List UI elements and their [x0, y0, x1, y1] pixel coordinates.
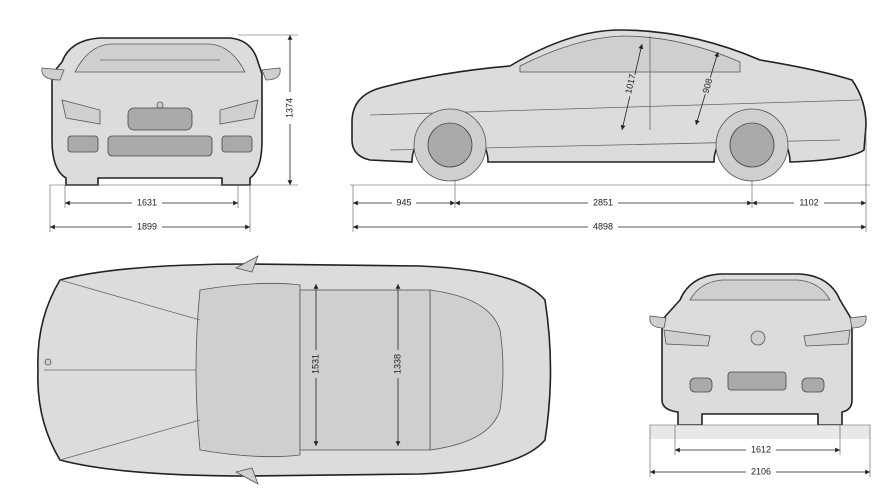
rear-track-label: 1612	[751, 444, 771, 454]
front-track-label: 1631	[137, 197, 157, 207]
side-dimensions: 945 2851 1102 4898	[350, 130, 870, 233]
front-right-mirror	[261, 67, 281, 81]
rear-shoulder-width-label: 1338	[392, 354, 402, 374]
wheelbase-label: 2851	[593, 197, 613, 207]
front-left-mirror	[41, 67, 65, 81]
rear-dimensions: 1612 2106	[649, 424, 871, 478]
rear-width-label: 2106	[751, 466, 771, 476]
front-dimensions: 1374 1631 1899	[49, 34, 298, 233]
side-view: 1017 908	[351, 29, 867, 182]
kidney-grille	[127, 107, 193, 131]
rear-left-mirror	[649, 315, 667, 329]
front-headroom-label: 1017	[623, 73, 637, 95]
bmw-logo	[156, 101, 164, 109]
bmw-logo-rear	[750, 330, 766, 346]
length-label: 4898	[593, 221, 613, 231]
rear-overhang-label: 1102	[799, 197, 818, 207]
rear-right-mirror	[849, 315, 867, 329]
front-height-label: 1374	[284, 98, 294, 118]
front-width-label: 1899	[137, 221, 157, 231]
top-left-mirror	[234, 255, 259, 273]
top-right-mirror	[234, 467, 259, 485]
front-view	[41, 37, 281, 186]
front-shoulder-width-label: 1531	[310, 354, 320, 374]
rear-view	[649, 273, 867, 426]
top-view: 1531 1338	[37, 255, 552, 485]
front-overhang-label: 945	[396, 197, 411, 207]
